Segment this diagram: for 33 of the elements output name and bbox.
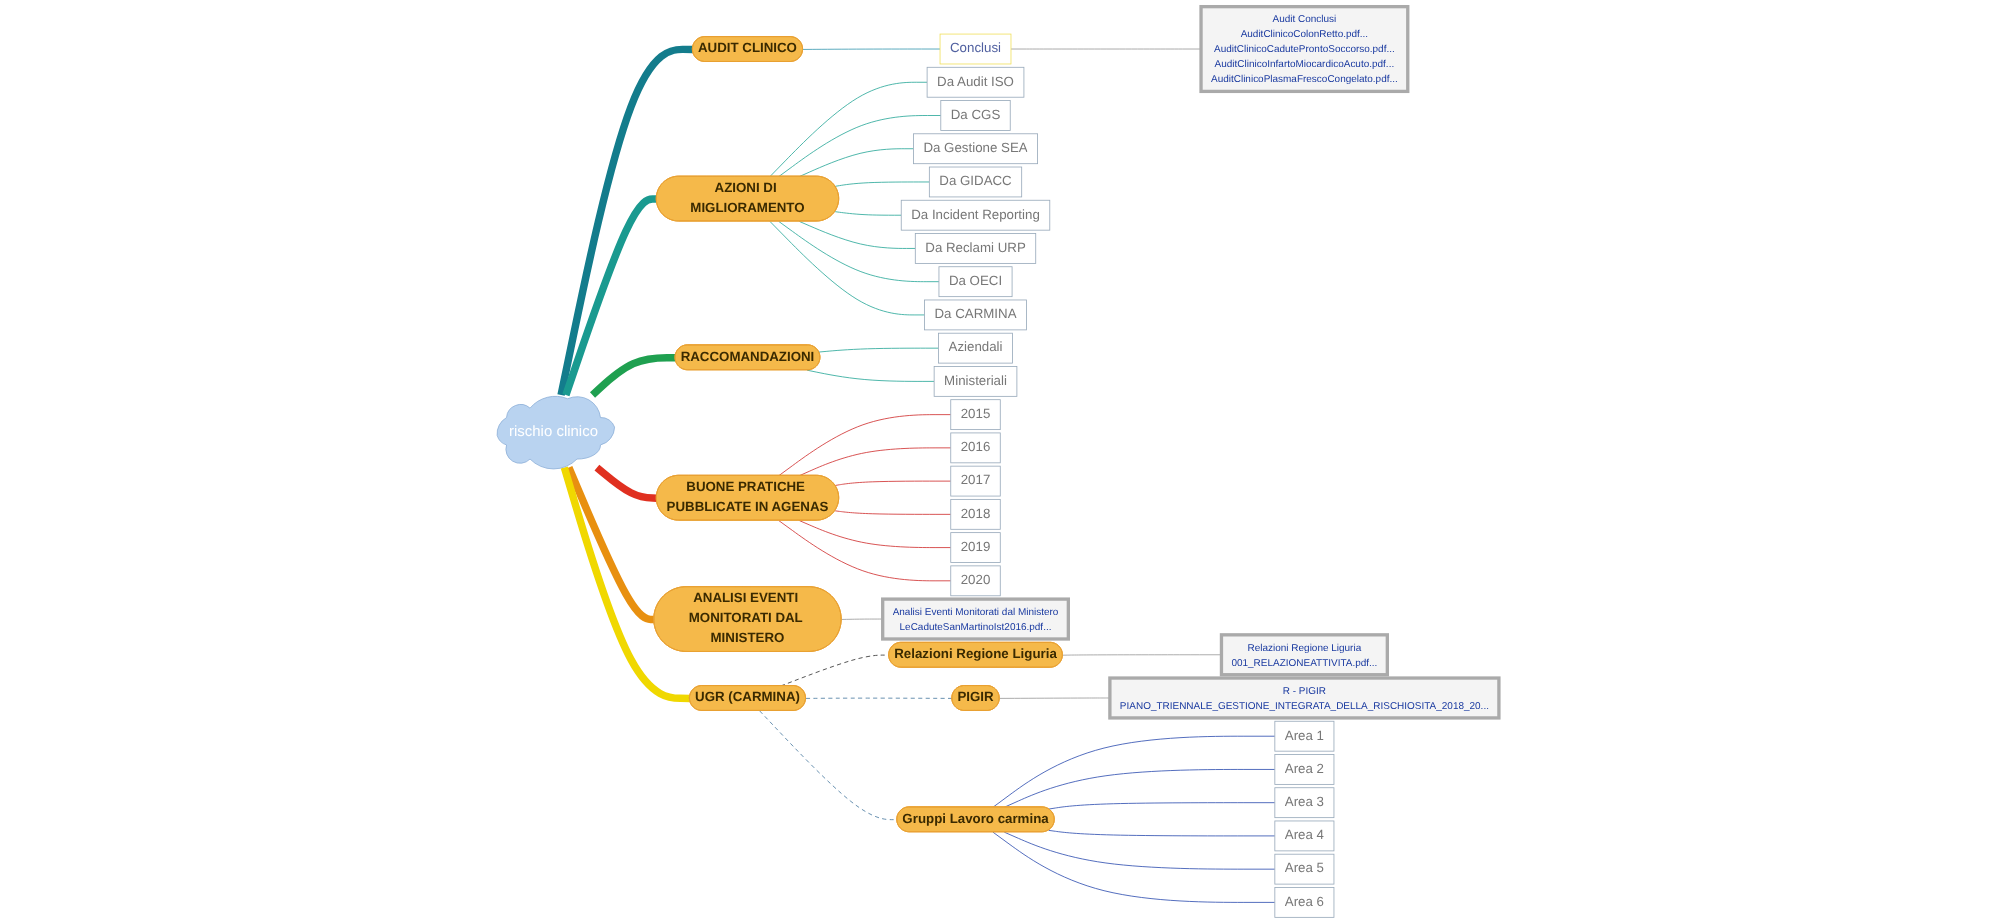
connector <box>778 520 952 582</box>
connector <box>798 221 916 249</box>
connector <box>769 81 928 177</box>
connector <box>806 369 935 382</box>
connector <box>769 221 925 316</box>
connector <box>805 697 953 699</box>
connector <box>798 520 952 548</box>
connector <box>565 466 655 624</box>
connector <box>1062 654 1222 656</box>
connector <box>834 480 952 486</box>
connector <box>798 447 952 477</box>
connector <box>778 115 942 177</box>
connector <box>590 353 676 398</box>
connector <box>594 464 657 502</box>
connector <box>1048 829 1276 837</box>
connector <box>557 45 693 396</box>
connector <box>778 414 952 477</box>
connector <box>992 831 1276 903</box>
connector <box>798 148 914 177</box>
connector <box>778 221 940 283</box>
connector <box>834 510 952 515</box>
connector <box>818 347 939 353</box>
connector <box>1003 769 1276 808</box>
connector <box>802 48 941 50</box>
connector <box>992 735 1276 808</box>
connector <box>1010 48 1202 50</box>
connector <box>834 211 902 216</box>
connector <box>841 618 884 620</box>
connector <box>560 466 690 703</box>
connector <box>1003 831 1276 870</box>
connector <box>834 181 930 187</box>
connector <box>999 697 1111 699</box>
connector <box>1048 802 1276 810</box>
